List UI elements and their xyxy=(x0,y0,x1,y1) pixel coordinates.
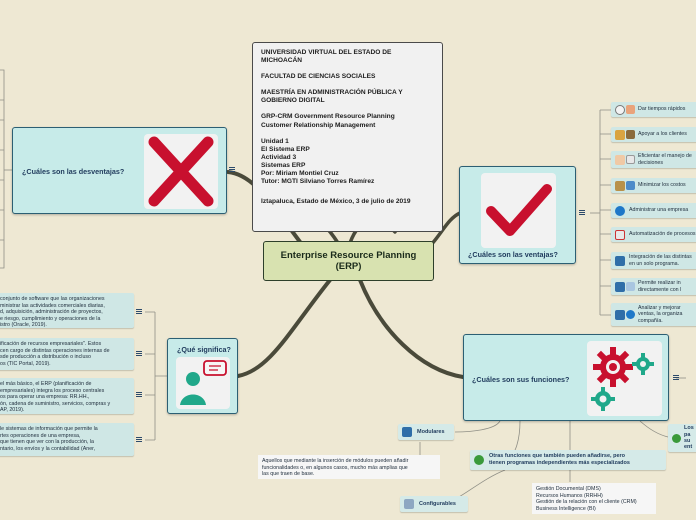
title-line-place-date: Iztapaluca, Estado de México, 3 de julio… xyxy=(261,198,411,206)
topic-ventajas[interactable]: ¿Cuáles son las ventajas? xyxy=(459,166,576,264)
branch-to-significa xyxy=(236,278,332,378)
modulares-note[interactable]: Aquellos que mediante la inserción de mó… xyxy=(258,455,440,479)
topic-ventajas-label: ¿Cuáles son las ventajas? xyxy=(468,250,558,259)
plus-icon xyxy=(474,455,484,465)
ventaja-item[interactable]: Dar tiempos rápidos xyxy=(611,102,696,117)
significa-note-2-icon[interactable] xyxy=(136,351,142,356)
settings-sliders-icon xyxy=(404,499,414,509)
arrow-right-icon xyxy=(615,205,625,216)
topic-funciones[interactable]: ¿Cuáles son sus funciones? xyxy=(463,334,669,421)
title-card[interactable]: UNIVERSIDAD VIRTUAL DEL ESTADO DE MICHOA… xyxy=(252,42,443,232)
funciones-right-node[interactable]: Los pa su ent xyxy=(668,424,696,452)
hand-pointer-icon xyxy=(615,154,625,165)
clock-icon xyxy=(615,104,625,115)
ventajas-notes-icon[interactable] xyxy=(579,210,585,215)
screen-icon xyxy=(615,281,625,292)
gears-icon xyxy=(587,341,662,416)
chart-down-icon xyxy=(626,181,635,190)
significa-definition[interactable]: ificación de recursos empresariales". Es… xyxy=(0,338,134,370)
significa-definition[interactable]: el más básico, el ERP (planificación de … xyxy=(0,378,134,414)
red-check-icon xyxy=(481,173,556,248)
puzzle-icon xyxy=(615,255,625,266)
puzzle-icon xyxy=(402,427,412,437)
funciones-notes-icon[interactable] xyxy=(673,375,679,380)
title-line-master: MAESTRÍA EN ADMINISTRACIÓN PÚBLICA Y GOB… xyxy=(261,89,403,105)
title-line-unit: Unidad 1 El Sistema ERP Actividad 3 Sist… xyxy=(261,137,375,186)
topic-significa-label: ¿Qué significa? xyxy=(177,345,231,354)
people-icon xyxy=(626,130,635,139)
ventaja-item[interactable]: Permite realizar in directamente con l xyxy=(611,278,696,295)
title-line-faculty: FACULTAD DE CIENCIAS SOCIALES xyxy=(261,73,376,81)
info-icon xyxy=(626,310,635,319)
topic-desventajas-label: ¿Cuáles son las desventajas? xyxy=(22,167,125,176)
branch-to-funciones xyxy=(358,278,465,379)
significa-note-3-icon[interactable] xyxy=(136,392,142,397)
ventaja-item[interactable]: Apoyar a los clientes xyxy=(611,127,696,142)
desventajas-notes-icon[interactable] xyxy=(229,167,235,172)
hundred-icon xyxy=(615,229,625,240)
money-bag-icon xyxy=(615,180,625,191)
otras-funciones-list[interactable]: Gestión Documental (DMS) Recursos Humano… xyxy=(532,483,656,514)
ventaja-item[interactable]: Minimizar los costos xyxy=(611,178,696,193)
analysis-icon xyxy=(615,309,625,320)
person-chat-icon xyxy=(176,357,230,409)
document-icon xyxy=(626,155,635,164)
significa-note-1-icon[interactable] xyxy=(136,309,142,314)
topic-desventajas[interactable]: ¿Cuáles son las desventajas? xyxy=(12,127,227,214)
ventaja-item[interactable]: Analizar y mejorar ventas, la organiza c… xyxy=(611,303,696,326)
red-x-icon xyxy=(144,134,218,209)
topic-significa[interactable]: ¿Qué significa? xyxy=(167,338,238,414)
central-topic-label: Enterprise Resource Planning (ERP) xyxy=(280,250,417,272)
thumbs-up-icon xyxy=(615,129,625,140)
central-topic[interactable]: Enterprise Resource Planning (ERP) xyxy=(263,241,434,281)
modulares-node[interactable]: Modulares xyxy=(398,424,454,440)
significa-definition[interactable]: le sistemas de información que permite l… xyxy=(0,423,134,456)
ventaja-item[interactable]: Administrar una empresa xyxy=(611,203,696,218)
plus-icon xyxy=(672,433,681,443)
configurables-node[interactable]: Configurables xyxy=(400,496,468,512)
title-line-grp: GRP-CRM Government Resource Planning Cus… xyxy=(261,113,395,129)
significa-note-4-icon[interactable] xyxy=(136,437,142,442)
link-icon xyxy=(626,282,635,291)
otras-funciones-node[interactable]: Otras funciones que también pueden añadi… xyxy=(470,450,666,470)
topic-funciones-label: ¿Cuáles son sus funciones? xyxy=(472,375,570,384)
ventaja-item[interactable]: Integración de las distintas en un solo … xyxy=(611,252,696,269)
significa-definition[interactable]: conjunto de software que las organizacio… xyxy=(0,293,134,328)
hand-icon xyxy=(626,105,635,114)
ventaja-item[interactable]: Automatización de procesos xyxy=(611,227,696,242)
ventaja-item[interactable]: Eficientar el manejo de decisiones xyxy=(611,151,696,168)
title-line-university: UNIVERSIDAD VIRTUAL DEL ESTADO DE MICHOA… xyxy=(261,49,392,65)
